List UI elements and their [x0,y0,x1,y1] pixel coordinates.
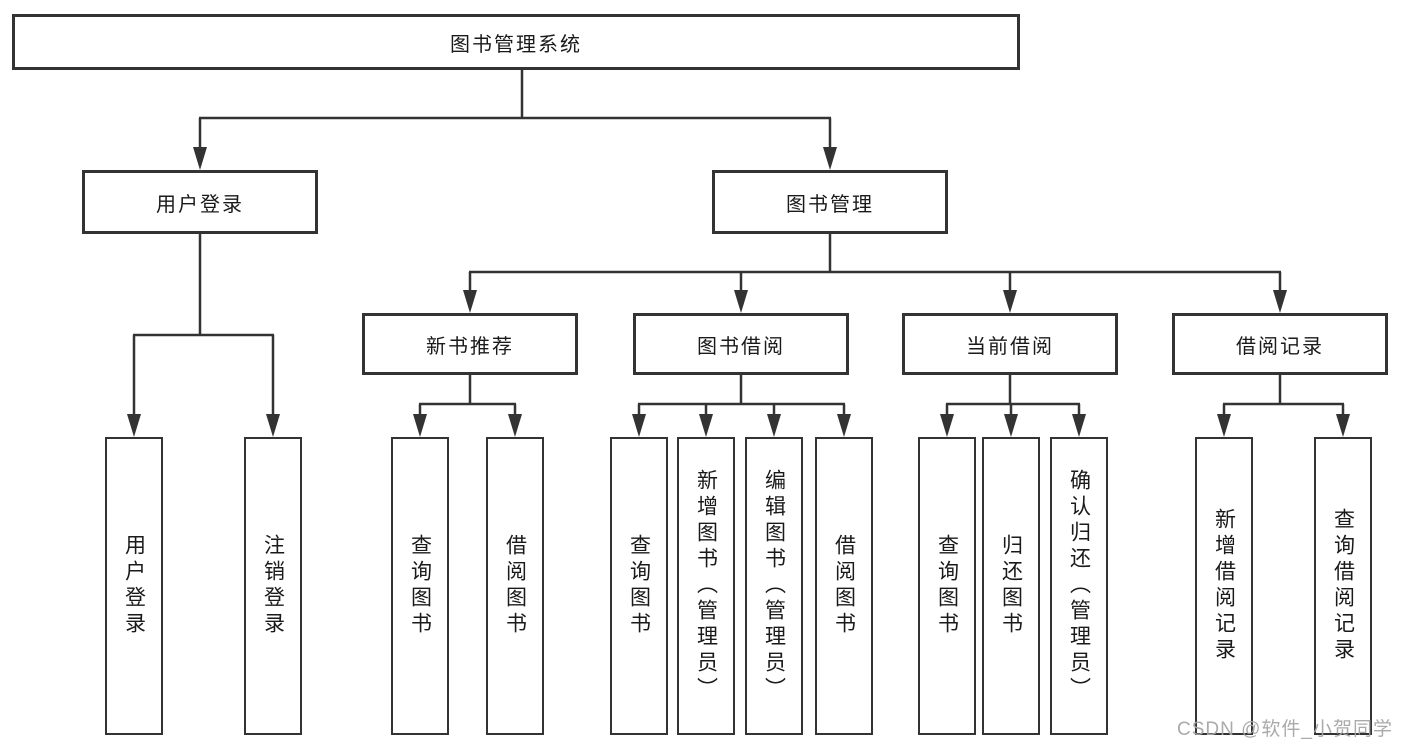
node-new-book-recommendation: 新书推荐 [362,313,578,375]
leaf-query-borrow-record: 查询借阅记录 [1314,437,1372,735]
node-book-borrowing: 图书借阅 [633,313,849,375]
leaf-borrow-books-recommend: 借阅图书 [486,437,544,735]
leaf-confirm-return-admin: 确认归还（管理员） [1050,437,1108,735]
node-current-borrowing: 当前借阅 [902,313,1118,375]
node-book-management: 图书管理 [712,170,948,234]
leaf-query-books-recommend: 查询图书 [391,437,449,735]
node-borrowing-records: 借阅记录 [1172,313,1388,375]
leaf-add-borrow-record: 新增借阅记录 [1195,437,1253,735]
leaf-query-books-current: 查询图书 [918,437,976,735]
leaf-user-login: 用户登录 [105,437,163,735]
node-library-management-system: 图书管理系统 [12,14,1020,70]
leaf-edit-books-admin: 编辑图书（管理员） [745,437,803,735]
node-user-login: 用户登录 [82,170,318,234]
leaf-logout: 注销登录 [244,437,302,735]
watermark-csdn: CSDN @软件_小贺同学 [1177,719,1393,740]
leaf-borrow-books-borrowing: 借阅图书 [815,437,873,735]
leaf-query-books-borrowing: 查询图书 [610,437,668,735]
leaf-add-books-admin: 新增图书（管理员） [677,437,735,735]
leaf-return-books: 归还图书 [982,437,1040,735]
